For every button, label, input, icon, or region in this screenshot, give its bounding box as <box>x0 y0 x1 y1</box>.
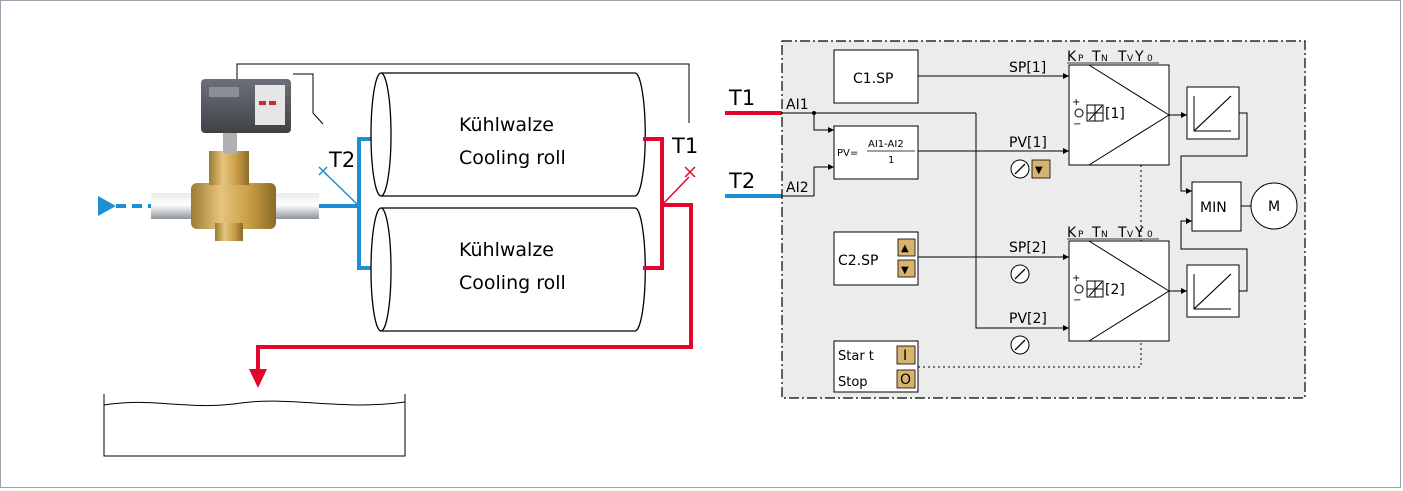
svg-text:T: T <box>1117 225 1127 241</box>
drain-arrow-icon <box>249 369 267 388</box>
roll-2-label-en: Cooling roll <box>459 272 566 294</box>
svg-text:▲: ▲ <box>901 243 909 254</box>
return-manifold <box>643 137 664 270</box>
svg-text:▼: ▼ <box>901 265 909 276</box>
drain-basin <box>103 394 406 457</box>
c1-sp-box[interactable] <box>833 49 919 104</box>
start-button[interactable] <box>896 345 916 365</box>
return-pipe <box>256 203 693 369</box>
roll-1-label-en: Cooling roll <box>459 147 566 169</box>
svg-text:K: K <box>1067 49 1077 65</box>
t2-signal-line <box>236 63 690 123</box>
controller-1-id: [1] <box>1105 106 1125 122</box>
input-t2-label: T2 <box>728 169 755 193</box>
svg-text:V: V <box>1127 230 1134 240</box>
pv2-label: PV[2] <box>1009 311 1047 327</box>
c2-sp-up-button[interactable] <box>897 238 916 257</box>
t1-signal-line <box>293 73 324 125</box>
motor-icon <box>1250 182 1298 230</box>
inlet-arrow-icon <box>98 196 116 216</box>
sensor-t1-label: T1 <box>671 134 698 158</box>
pv1-down-button[interactable] <box>1031 159 1051 179</box>
svg-text:0: 0 <box>1147 230 1153 240</box>
pv1-label: PV[1] <box>1009 135 1047 151</box>
c2-sp-down-button[interactable] <box>897 259 916 278</box>
stop-button[interactable] <box>896 369 916 389</box>
roll-2-label-de: Kühlwalze <box>459 239 554 261</box>
svg-text:+: + <box>1072 273 1080 284</box>
supply-manifold <box>357 137 377 270</box>
controller-2-id: [2] <box>1105 282 1125 298</box>
svg-text:▼: ▼ <box>1035 165 1043 176</box>
sensor-t2-label: T2 <box>328 148 355 172</box>
svg-text:T: T <box>1117 49 1127 65</box>
motor-label: M <box>1268 199 1280 215</box>
start-label: Star t <box>838 349 874 364</box>
svg-text:K: K <box>1067 225 1077 241</box>
min-label: MIN <box>1200 200 1227 216</box>
svg-text:−: − <box>1073 295 1081 306</box>
svg-text:I: I <box>903 348 907 364</box>
pv-formula-box <box>833 125 919 180</box>
c2-sp-label: C2.SP <box>838 253 878 269</box>
input-t1-label: T1 <box>728 86 755 110</box>
svg-text:0: 0 <box>1147 54 1153 64</box>
pv-formula-numerator: AI1-AI2 <box>868 139 904 150</box>
controller-1-params: K P T N T V Y 0 <box>1067 49 1159 65</box>
roll-1-label-de: Kühlwalze <box>459 114 554 136</box>
svg-text:N: N <box>1101 54 1108 64</box>
sp1-label: SP[1] <box>1009 60 1046 76</box>
control-valve-image <box>151 79 319 241</box>
ai2-label: AI2 <box>786 180 809 196</box>
svg-text:+: + <box>1072 97 1080 108</box>
svg-text:Y: Y <box>1134 225 1144 241</box>
svg-text:O: O <box>900 372 911 388</box>
stop-label: Stop <box>838 375 868 390</box>
cooling-roll-1: Kühlwalze Cooling roll <box>370 72 646 197</box>
svg-text:P: P <box>1078 54 1084 64</box>
cooling-roll-2: Kühlwalze Cooling roll <box>370 207 646 332</box>
c1-sp-label: C1.SP <box>853 71 893 87</box>
svg-text:P: P <box>1078 230 1084 240</box>
ai1-label: AI1 <box>786 97 809 113</box>
svg-text:T: T <box>1091 225 1101 241</box>
controller-1-block: [1] + − <box>1068 64 1170 166</box>
svg-text:N: N <box>1101 230 1108 240</box>
pv-formula-prefix: PV= <box>837 148 858 159</box>
controller-2-params: K P T N T V Y 0 <box>1067 225 1159 241</box>
svg-text:Y: Y <box>1134 49 1144 65</box>
svg-text:V: V <box>1127 54 1134 64</box>
controller-2-block: [2] + − <box>1068 240 1170 342</box>
svg-text:−: − <box>1073 119 1081 130</box>
sp2-label: SP[2] <box>1009 240 1046 256</box>
svg-text:T: T <box>1091 49 1101 65</box>
pv-formula-denominator: 1 <box>888 155 894 166</box>
min-block <box>1191 181 1242 232</box>
